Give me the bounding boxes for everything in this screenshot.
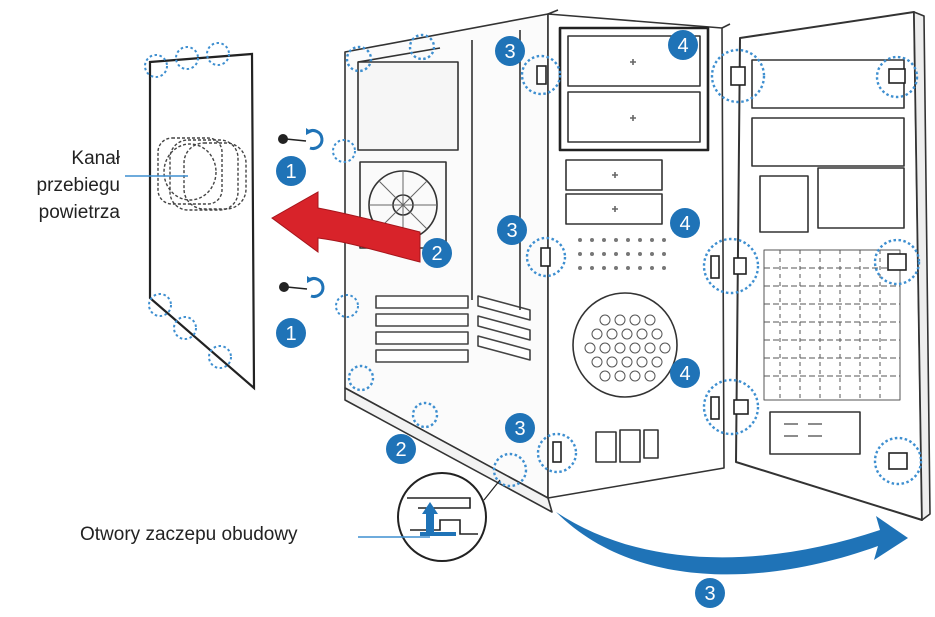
- hook-rings: [345, 33, 923, 488]
- badge-bay-hook-mid: 4: [670, 208, 700, 238]
- badge-screws-upper-number: 1: [285, 161, 296, 183]
- badge-bay-hook-bottom: 4: [670, 358, 700, 388]
- badge-side-hooks: 2: [386, 434, 416, 464]
- badge-screws-lower-number: 1: [285, 323, 296, 345]
- badge-screws-upper: 1: [276, 156, 306, 186]
- badge-front-top-number: 3: [504, 41, 515, 63]
- air-duct-label: Kanał przebiegu powietrza: [10, 145, 120, 226]
- badge-front-top: 3: [495, 36, 525, 66]
- hook-slot-inset: [358, 472, 501, 562]
- step-badges: 1 1 2 2 3 3 3 3: [276, 30, 725, 608]
- side-panel: [125, 42, 256, 391]
- badge-slide-panel-number: 2: [431, 243, 442, 265]
- thumbscrew-upper: [278, 128, 356, 163]
- badge-swing-open: 3: [695, 578, 725, 608]
- front-bezel: [735, 11, 931, 521]
- air-duct-label-line-3: powietrza: [38, 202, 120, 223]
- thumbscrew-lower: [279, 276, 359, 318]
- badge-front-bottom-number: 3: [514, 418, 525, 440]
- badge-front-mid: 3: [497, 215, 527, 245]
- badge-bay-hook-top: 4: [668, 30, 698, 60]
- badge-bay-hook-top-number: 4: [677, 35, 688, 57]
- front-io-ports: [595, 429, 659, 463]
- badge-front-mid-number: 3: [506, 220, 517, 242]
- front-vent-grid: [578, 238, 666, 270]
- panel-hook-rings: [144, 42, 232, 369]
- badge-front-bottom: 3: [505, 413, 535, 443]
- badge-screws-lower: 1: [276, 318, 306, 348]
- expansion-slots: [375, 295, 469, 363]
- badge-bay-hook-mid-number: 4: [679, 213, 690, 235]
- badge-swing-open-number: 3: [704, 583, 715, 605]
- badge-slide-panel: 2: [422, 238, 452, 268]
- badge-side-hooks-number: 2: [395, 439, 406, 461]
- thumbscrews: [278, 128, 359, 318]
- bezel-vent-grid: [763, 249, 901, 401]
- front-fan-grille: [572, 292, 678, 398]
- hook-slots-label: Otwory zaczepu obudowy: [80, 524, 298, 545]
- badge-bay-hook-bottom-number: 4: [679, 363, 690, 385]
- swing-arrow-blue: [556, 512, 908, 575]
- drive-bays: [558, 26, 710, 225]
- air-duct-label-line-1: Kanał: [71, 148, 120, 169]
- slide-arrow-red: [271, 191, 421, 263]
- air-duct-label-line-2: przebiegu: [36, 175, 120, 196]
